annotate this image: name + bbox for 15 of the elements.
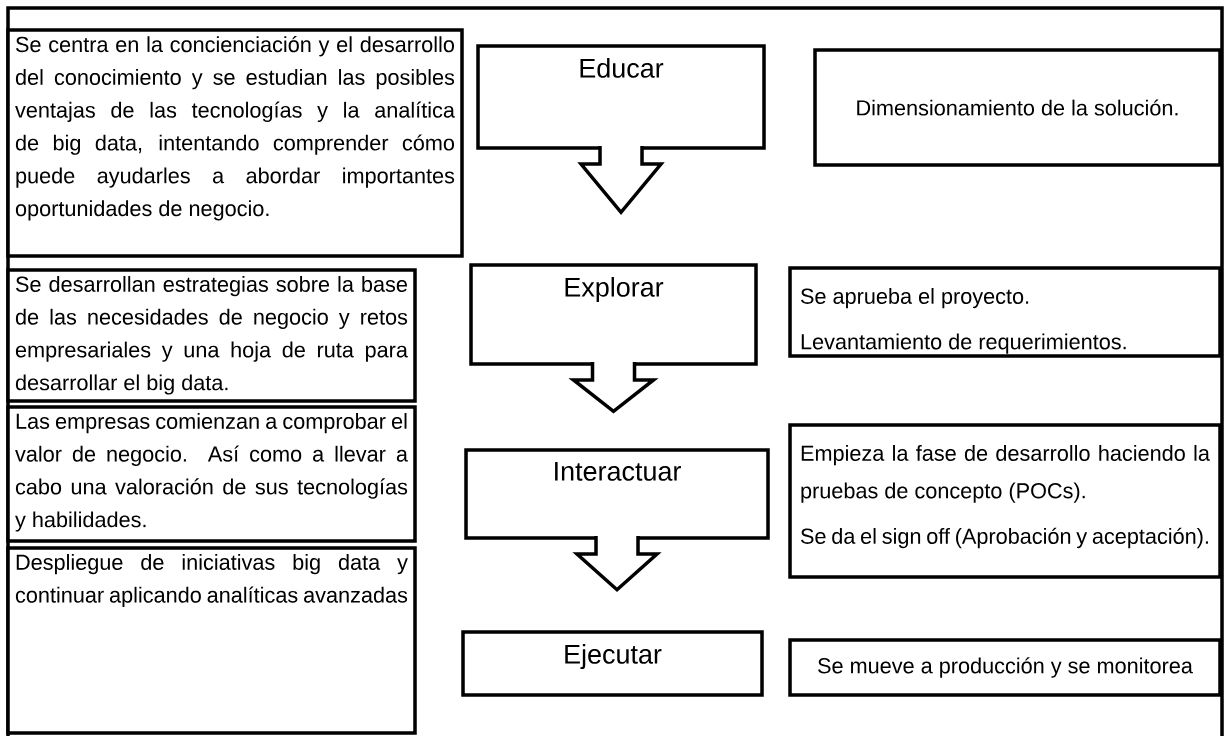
text-box: Se aprueba el proyecto. Levantamiento de requerimientos.	[788, 266, 1222, 358]
text-box: Empieza la fase de desarrollo haciendo la pruebas de concepto (POCs). Se da el sign off (Aprobación y aceptación).	[788, 423, 1222, 579]
text-box: Despliegue de iniciativas big data y continuar aplicando analíticas avanzadas	[6, 546, 417, 735]
text-box: Dimensionamiento de la solución.	[813, 48, 1222, 167]
step-box: Interactuar	[464, 448, 770, 540]
step-box: Educar	[476, 44, 766, 150]
step-box: Ejecutar	[461, 630, 764, 697]
text-box: Se centra en la concienciación y el desarrollo del conocimiento y se estudian las posibles ventajas de las tecnologías y la analítica de big data, intentando comprender cómo puede ayudarles a abordar importantes oportunidades de negocio.	[6, 28, 464, 258]
step-box: Explorar	[469, 263, 758, 366]
block-arrow	[572, 534, 662, 593]
block-arrow	[577, 144, 665, 216]
text-box: Las empresas comienzan a comprobar el valor de negocio. Así como a llevar a cabo una valoración de sus tecnologías y habilidades.	[6, 405, 417, 543]
text-box: Se mueve a producción y se monitorea	[788, 638, 1222, 697]
block-arrow	[568, 360, 659, 414]
text-box: Se desarrollan estrategias sobre la base de las necesidades de negocio y retos empresariales y una hoja de ruta para desarrollar el big data.	[6, 268, 417, 403]
